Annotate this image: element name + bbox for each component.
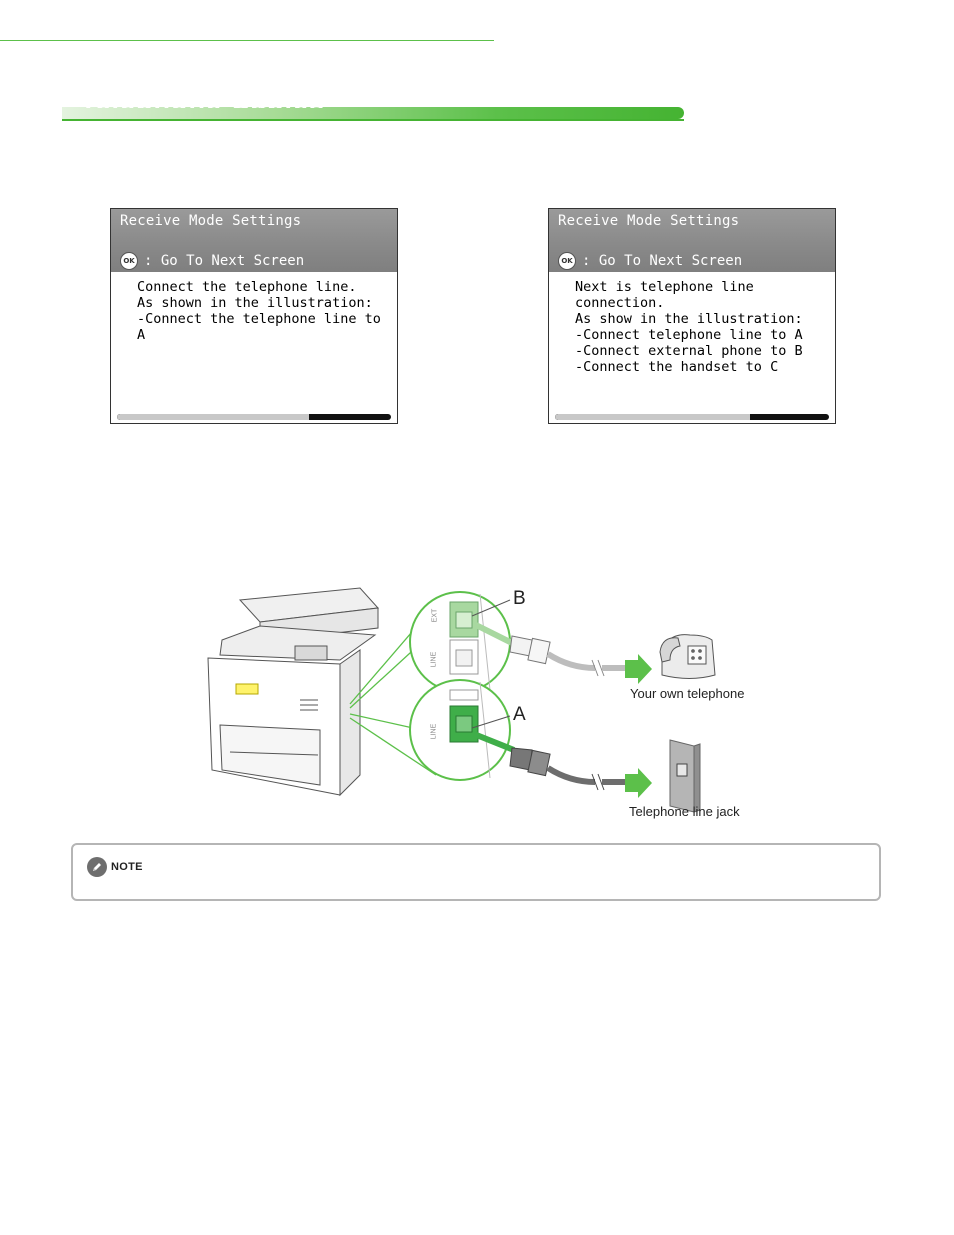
lcd-line: As show in the illustration: (575, 311, 803, 327)
wall-jack-icon (669, 739, 701, 813)
ok-key-icon: OK (558, 252, 576, 270)
scrollbar-thumb[interactable] (555, 414, 750, 420)
lcd-line: Next is telephone line (575, 279, 754, 295)
magnified-port-b (409, 591, 511, 693)
lcd-line: -Connect telephone line to A (575, 327, 803, 343)
callout-line (349, 641, 423, 709)
telephone-icon (659, 634, 716, 679)
ok-key-icon: OK (120, 252, 138, 270)
port-label-a: A (513, 704, 526, 725)
magnified-port-a (409, 679, 511, 781)
note-label: NOTE (111, 861, 143, 873)
lcd-scrollbar[interactable] (555, 414, 829, 420)
port-label-b: B (513, 588, 526, 609)
lcd-ok-row: OK : Go To Next Screen (558, 252, 742, 270)
top-rule (0, 40, 494, 41)
note-header: NOTE (87, 857, 143, 877)
lcd-ok-row: OK : Go To Next Screen (120, 252, 304, 270)
lcd-line: As shown in the illustration: (137, 295, 373, 311)
lcd-line: -Connect external phone to B (575, 343, 803, 359)
label-your-own-telephone: Your own telephone (630, 686, 745, 701)
port-label-line-bottom: LINE (430, 723, 438, 740)
scrollbar-thumb[interactable] (117, 414, 309, 420)
printer-icon (207, 587, 380, 797)
lcd-title: Receive Mode Settings (558, 213, 740, 229)
lcd-header: Receive Mode Settings OK : Go To Next Sc… (549, 209, 835, 272)
callout-line (349, 717, 437, 776)
cable-to-line-jack (472, 731, 652, 798)
section-header-bar (62, 107, 684, 121)
lcd-line: A (137, 327, 146, 343)
lcd-scrollbar[interactable] (117, 414, 391, 420)
port-label-ext: EXT (431, 608, 439, 623)
lcd-ok-label: : Go To Next Screen (144, 253, 305, 269)
label-telephone-line-jack: Telephone line jack (629, 804, 740, 819)
lcd-body: Next is telephone line connection. As sh… (549, 272, 835, 375)
section-title: Telephone Cables (80, 86, 326, 108)
lcd-title: Receive Mode Settings (120, 213, 302, 229)
port-label-line-top: LINE (430, 651, 438, 668)
illustration-svg (207, 587, 716, 813)
connection-illustration: B A EXT LINE LINE Your own telephone Tel… (200, 580, 770, 825)
lcd-screen-left: Receive Mode Settings OK : Go To Next Sc… (110, 208, 398, 424)
lcd-ok-label: : Go To Next Screen (582, 253, 743, 269)
lcd-body: Connect the telephone line. As shown in … (111, 272, 397, 343)
lcd-line: -Connect the handset to C (575, 359, 779, 375)
pencil-icon (87, 857, 107, 877)
lcd-header: Receive Mode Settings OK : Go To Next Sc… (111, 209, 397, 272)
lcd-line: connection. (575, 295, 665, 311)
lcd-line: -Connect the telephone line to (137, 311, 381, 327)
lcd-screen-right: Receive Mode Settings OK : Go To Next Sc… (548, 208, 836, 424)
note-box: NOTE (71, 843, 881, 901)
lcd-line: Connect the telephone line. (137, 279, 357, 295)
cable-to-telephone (472, 621, 652, 684)
